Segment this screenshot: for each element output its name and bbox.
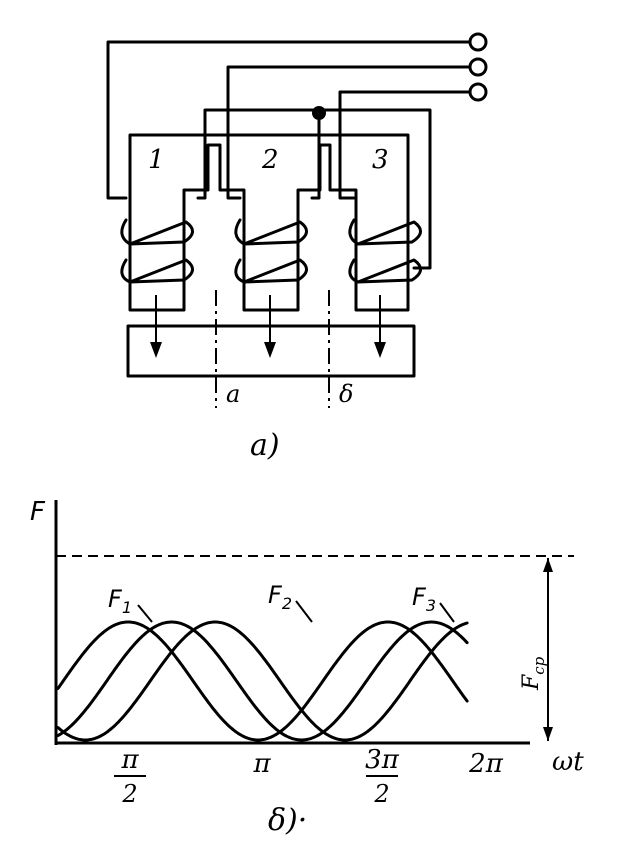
series-label-f2: F2	[268, 581, 292, 613]
lead-wire-2	[226, 65, 472, 200]
series-curve-f3	[56, 620, 469, 742]
series-leader-f1	[137, 604, 153, 623]
series-leader-f3	[439, 602, 455, 623]
average-label-sub: cp	[530, 656, 548, 674]
series-label-f1: F1	[108, 585, 132, 617]
lead-wire-1	[106, 40, 472, 200]
return-wire-2	[310, 108, 321, 200]
return-wire-3	[317, 108, 432, 270]
series-leader-f2	[295, 600, 313, 623]
section-label-a: a	[226, 380, 240, 408]
average-dimension	[543, 558, 553, 741]
x-tick-2: π	[252, 749, 271, 779]
lead-wire-3	[338, 90, 472, 200]
electromagnet-diagram: 1 2 3 a δ a)	[106, 32, 488, 463]
caption-b: δ)·	[268, 803, 307, 838]
series-label-f3: F3	[412, 583, 436, 615]
coil-1	[120, 218, 194, 284]
x-tick-4: 2π	[468, 749, 504, 779]
terminal-3	[468, 82, 488, 102]
flux-arrow-3	[374, 295, 386, 358]
coil-2	[234, 218, 308, 284]
flux-arrow-2	[264, 295, 276, 358]
neutral-node	[312, 106, 326, 120]
x-tick-denominator: 2	[373, 780, 389, 808]
terminal-2	[468, 57, 488, 77]
x-tick-numerator: π	[252, 749, 271, 779]
x-tick-1: π2	[114, 745, 146, 808]
flux-arrow-1	[150, 295, 162, 358]
return-wire-1	[196, 108, 321, 200]
y-axis-label: F	[30, 497, 46, 527]
x-tick-denominator: 2	[121, 780, 137, 808]
section-label-b: δ	[339, 380, 353, 408]
series-curve-f1	[56, 620, 469, 742]
average-label: Fcp	[519, 656, 548, 691]
series-curve-f2	[56, 620, 469, 742]
x-tick-numerator: π	[120, 745, 139, 775]
x-tick-numerator: 2π	[468, 749, 504, 779]
x-tick-3: 3π2	[365, 745, 400, 808]
pole-label-1: 1	[148, 145, 165, 175]
magnetic-core	[128, 133, 410, 312]
x-axis-label: ωt	[552, 747, 584, 777]
coil-3	[348, 218, 422, 284]
pole-label-2: 2	[261, 145, 279, 175]
terminal-1	[468, 32, 488, 52]
pole-label-3: 3	[372, 145, 389, 175]
caption-a: a)	[250, 428, 280, 463]
average-label-main: F	[519, 674, 544, 691]
x-tick-numerator: 3π	[365, 745, 400, 775]
